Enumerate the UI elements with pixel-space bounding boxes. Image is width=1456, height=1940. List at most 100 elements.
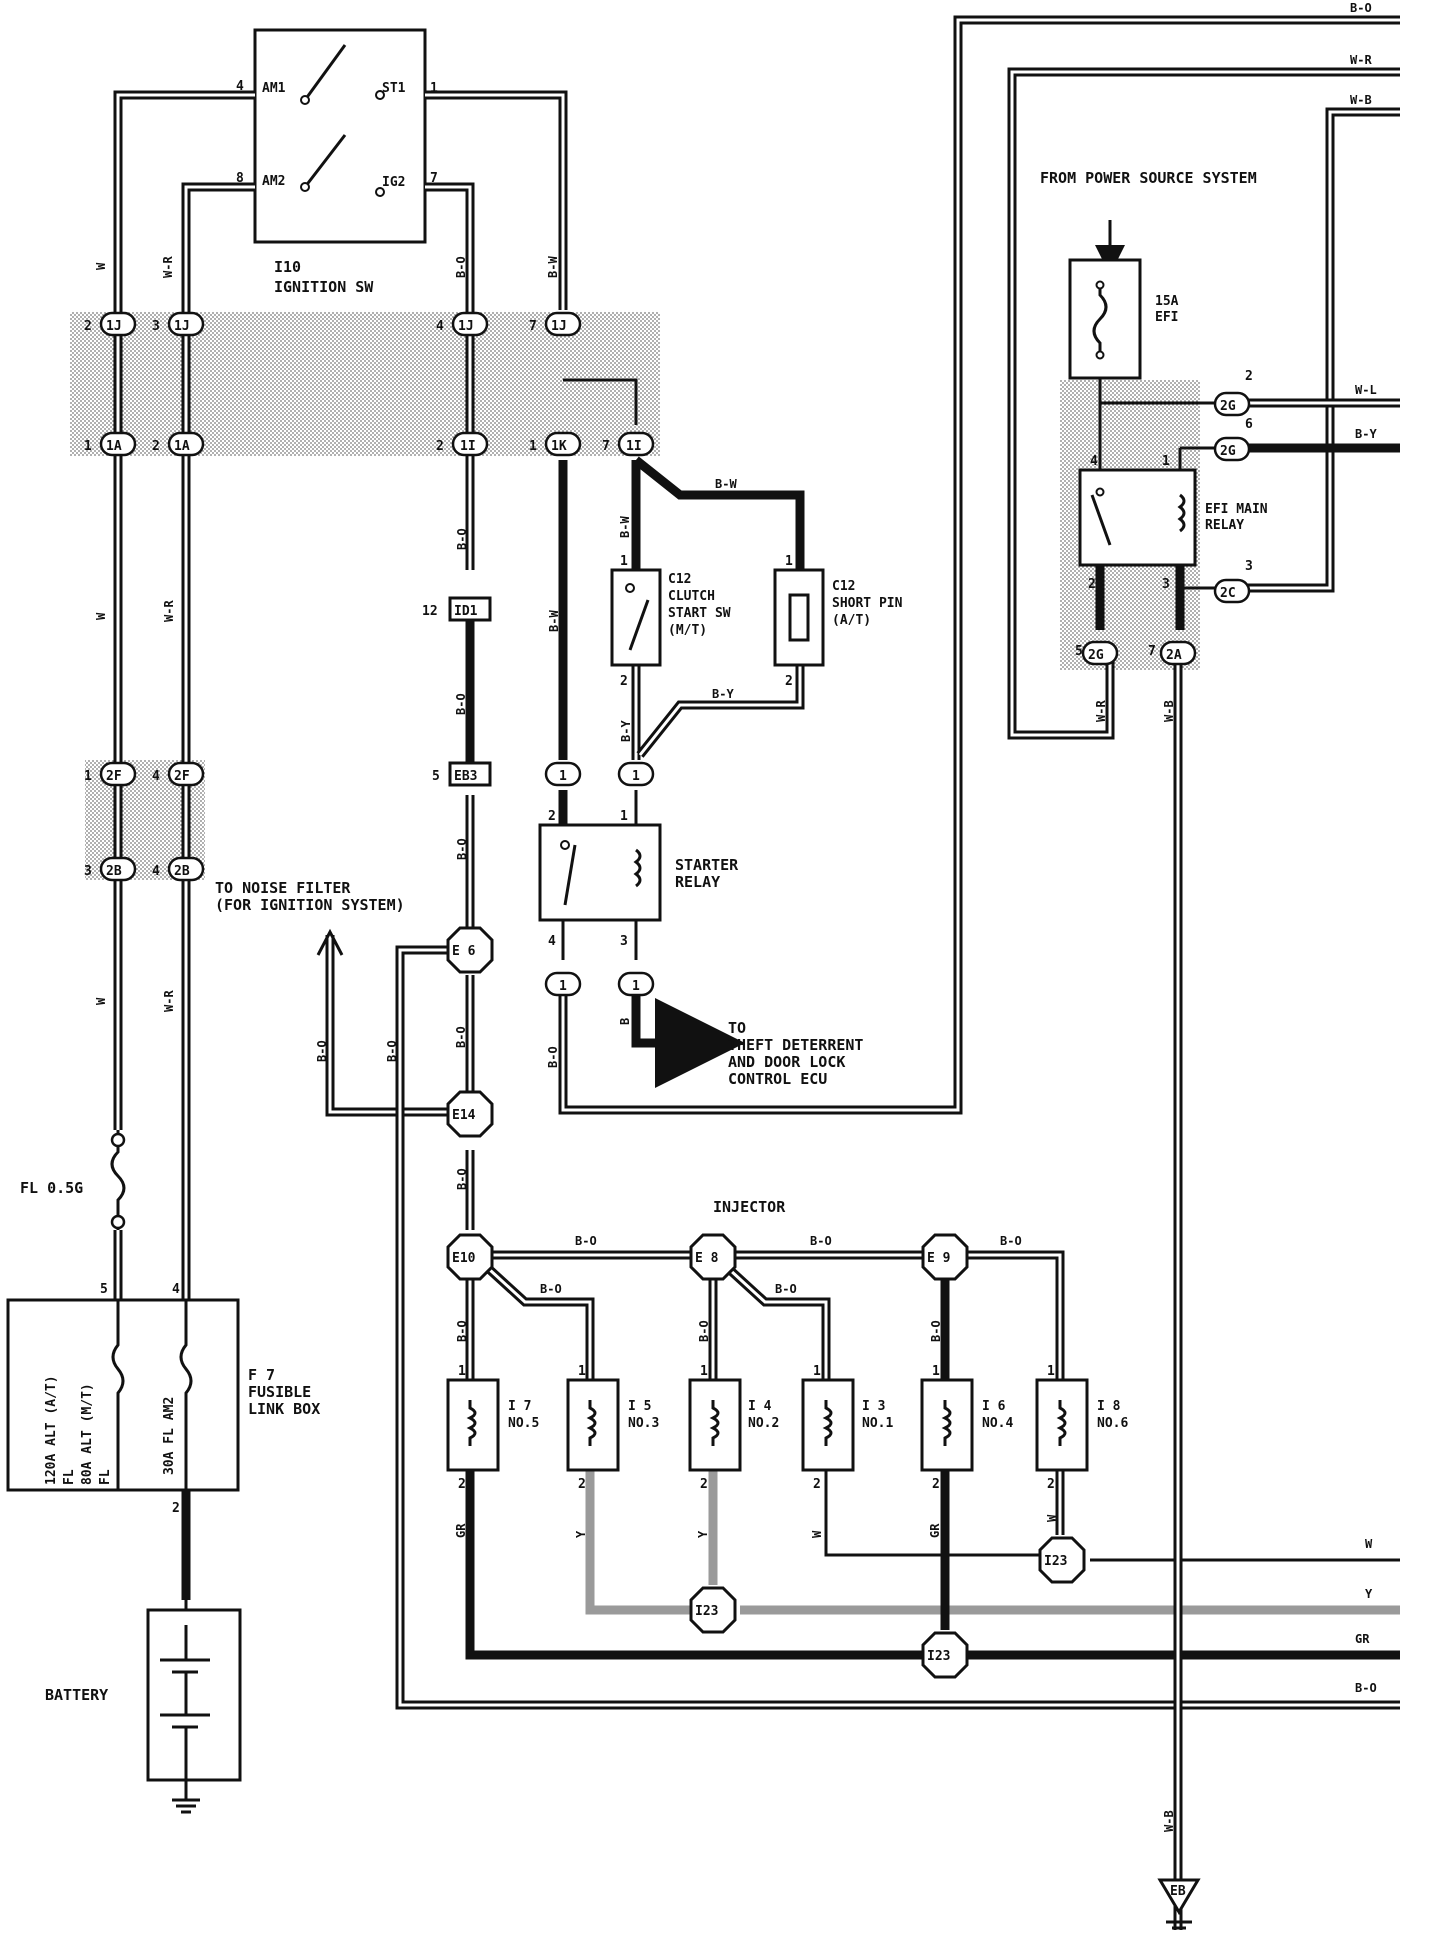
pin-label: 2 xyxy=(152,439,160,454)
injector-no: NO.4 xyxy=(982,1416,1013,1431)
wire-label: Y xyxy=(574,1530,588,1538)
connector-label: 2C xyxy=(1220,586,1236,601)
connector-label: 2B xyxy=(106,864,122,879)
injector-ref: I 8 xyxy=(1097,1399,1121,1414)
battery xyxy=(146,1608,242,1814)
injector-no: NO.5 xyxy=(508,1416,539,1431)
connector-label: 1A xyxy=(174,439,190,454)
fl-text: 80A ALT (M/T) xyxy=(80,1383,95,1485)
pin-label: 4 xyxy=(152,864,160,879)
efi-fuse-line1: 15A xyxy=(1155,294,1179,309)
pin-label: 1 xyxy=(1162,454,1170,469)
pin-label: 3 xyxy=(1245,559,1253,574)
ignition-sw-name: IGNITION SW xyxy=(274,278,374,296)
pin-label: 1 xyxy=(458,1364,466,1379)
pin-label: 7 xyxy=(430,171,438,186)
wire-label: W xyxy=(94,997,108,1005)
wire-label: B-O xyxy=(1350,1,1372,15)
pin-label: 7 xyxy=(529,319,537,334)
connector-label: 1K xyxy=(551,439,567,454)
pin-label: 3 xyxy=(152,319,160,334)
wire-label: B-W xyxy=(546,256,560,278)
pin-label: 7 xyxy=(602,439,610,454)
wire-label: W xyxy=(94,612,108,620)
pin-label: 7 xyxy=(1148,644,1156,659)
pin-label: 2 xyxy=(172,1501,180,1516)
pin-label: 2 xyxy=(620,674,628,689)
pin-label: 4 xyxy=(1090,454,1098,469)
term-ig2: IG2 xyxy=(382,175,405,190)
short-pin-ref: C12 xyxy=(832,579,855,594)
node-label: E10 xyxy=(452,1251,476,1266)
theft-note-2: THEFT DETERRENT xyxy=(728,1036,863,1054)
efi-relay-line2: RELAY xyxy=(1205,518,1244,533)
pin-label: 1 xyxy=(932,1364,940,1379)
wire-label: W-R xyxy=(162,990,176,1012)
wire-label: B-O xyxy=(1000,1234,1022,1248)
injector-title: INJECTOR xyxy=(713,1198,786,1216)
battery-label: BATTERY xyxy=(45,1686,108,1704)
node-label: E 8 xyxy=(695,1251,719,1266)
starter-relay xyxy=(538,823,662,922)
pin-label: 1 xyxy=(578,1364,586,1379)
pin-label: 1 xyxy=(620,554,628,569)
wire-label: Y xyxy=(696,1530,710,1538)
noise-filter-note-1: TO NOISE FILTER xyxy=(215,879,351,897)
pin-label: 4 xyxy=(152,769,160,784)
efi-main-relay xyxy=(1078,468,1197,567)
wire-label: B-O xyxy=(455,1168,469,1190)
wire-label: GR xyxy=(1355,1632,1370,1646)
theft-note-1: TO xyxy=(728,1019,746,1037)
pin-label: 4 xyxy=(172,1282,180,1297)
wire-label: B-Y xyxy=(712,687,734,701)
wire-label: GR xyxy=(454,1523,468,1538)
wire-label: W xyxy=(94,262,108,270)
wire-label: B-O xyxy=(455,528,469,550)
pin-label: 5 xyxy=(432,769,440,784)
pin-label: 2 xyxy=(785,674,793,689)
clutch-sw-line3: (M/T) xyxy=(668,623,707,638)
ignition-switch: AM1 AM2 ST1 IG2 xyxy=(253,28,427,244)
starter-relay-line1: STARTER xyxy=(675,856,739,874)
wire-label: B-W xyxy=(547,610,561,632)
wire-label: W xyxy=(810,1530,824,1538)
starter-relay-line2: RELAY xyxy=(675,873,720,891)
wire-label: B-O xyxy=(540,1282,562,1296)
efi-relay-line1: EFI MAIN xyxy=(1205,502,1268,517)
pin-label: 4 xyxy=(236,79,244,94)
pin-label: 2 xyxy=(1047,1477,1055,1492)
node-label: E14 xyxy=(452,1108,476,1123)
wire-label: W xyxy=(1045,1514,1059,1522)
efi-fuse-line2: EFI xyxy=(1155,310,1178,325)
injector-ref: I 4 xyxy=(748,1399,772,1414)
theft-note-4: CONTROL ECU xyxy=(728,1070,827,1088)
theft-note-3: AND DOOR LOCK xyxy=(728,1053,845,1071)
fl-am2-text: 30A FL AM2 xyxy=(162,1397,177,1475)
injector-ref: I 6 xyxy=(982,1399,1006,1414)
wire-label: B-O xyxy=(810,1234,832,1248)
short-pin-line2: (A/T) xyxy=(832,613,871,628)
wire-label: Y xyxy=(1365,1587,1373,1601)
pin-label: 2 xyxy=(1088,577,1096,592)
connector-label: 2B xyxy=(174,864,190,879)
wire-label: W-R xyxy=(162,600,176,622)
injector-boxes xyxy=(446,1378,1089,1472)
fl-text: 120A ALT (A/T) xyxy=(44,1375,59,1485)
pin-label: 8 xyxy=(236,171,244,186)
wire-label: B-O xyxy=(454,256,468,278)
wire-label: B-O xyxy=(929,1320,943,1342)
pin-label: 3 xyxy=(84,864,92,879)
pin-label: 2 xyxy=(700,1477,708,1492)
injector-no: NO.3 xyxy=(628,1416,659,1431)
connector-label: 1I xyxy=(460,439,476,454)
wire-label: B xyxy=(618,1018,632,1025)
junction-nodes xyxy=(446,926,1086,1679)
wire-label: W-B xyxy=(1162,1810,1176,1832)
connector-label: 1A xyxy=(106,439,122,454)
connector-label: ID1 xyxy=(454,604,478,619)
term-am2: AM2 xyxy=(262,174,285,189)
injector-ref: I 5 xyxy=(628,1399,651,1414)
wire-label: W-B xyxy=(1162,700,1176,722)
pin-label: 1 xyxy=(813,1364,821,1379)
